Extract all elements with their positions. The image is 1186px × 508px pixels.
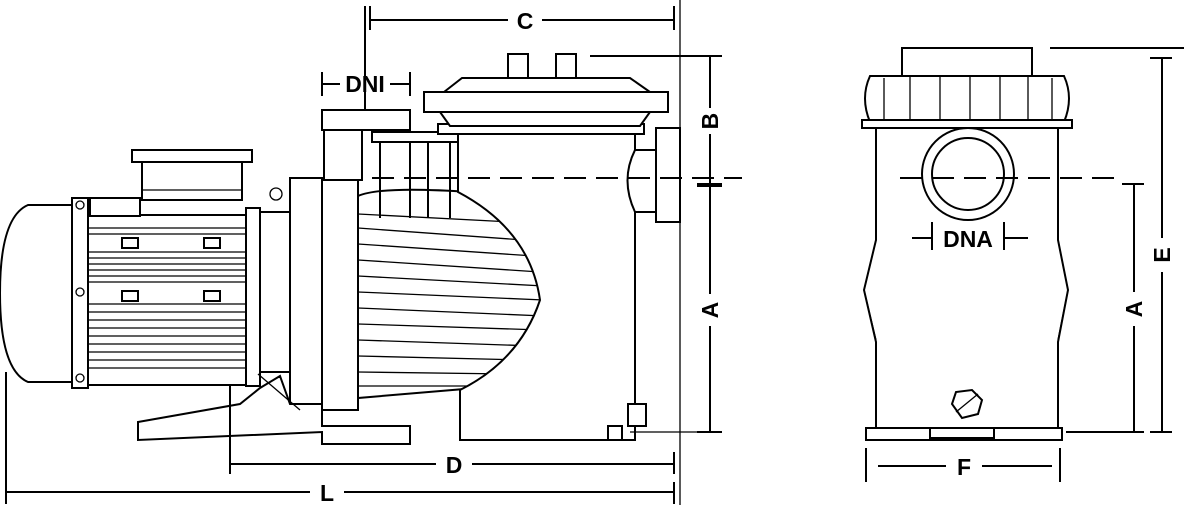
dim-D: D bbox=[229, 386, 675, 478]
volute-vanes bbox=[357, 213, 545, 387]
motor-end-cap bbox=[0, 204, 73, 383]
pump-base bbox=[137, 374, 411, 445]
motor-fins bbox=[88, 227, 246, 369]
motor-front-ring bbox=[245, 207, 261, 387]
inlet-bulge bbox=[626, 149, 661, 213]
strainer-housing bbox=[457, 129, 636, 441]
dim-DNI: DNI bbox=[321, 6, 411, 110]
dim-E: E bbox=[1050, 47, 1184, 433]
dim-A-front: A bbox=[1066, 183, 1147, 433]
dim-F: F bbox=[865, 448, 1061, 482]
drain-plug bbox=[627, 403, 647, 427]
front-lid-ring bbox=[864, 75, 1070, 123]
front-body bbox=[862, 127, 1070, 429]
motor-end-ring bbox=[71, 197, 89, 389]
discharge-flange bbox=[321, 109, 411, 131]
discharge-neck bbox=[323, 127, 363, 181]
lid-knob-left bbox=[507, 53, 529, 79]
label-D: D bbox=[446, 452, 463, 478]
lid-top bbox=[441, 77, 654, 93]
strainer-lid bbox=[423, 91, 669, 113]
dim-A-side: A bbox=[630, 185, 723, 433]
label-DNI: DNI bbox=[345, 71, 385, 97]
label-DNA: DNA bbox=[943, 226, 993, 252]
dim-L: L bbox=[5, 372, 675, 506]
coupling-flange bbox=[259, 211, 291, 373]
label-E: E bbox=[1149, 247, 1175, 262]
label-A-side: A bbox=[697, 302, 723, 319]
label-F: F bbox=[957, 454, 971, 480]
front-lid-top bbox=[901, 47, 1033, 77]
dim-C: C bbox=[369, 6, 675, 34]
lid-ring-base bbox=[861, 119, 1073, 129]
dim-DNA: DNA bbox=[912, 222, 1028, 252]
side-view: C DNI B A bbox=[0, 0, 742, 506]
label-B: B bbox=[697, 113, 723, 130]
inlet-outer-circle bbox=[921, 127, 1015, 221]
front-base-foot bbox=[929, 427, 995, 439]
front-view: DNA A E F bbox=[861, 47, 1184, 482]
inlet-flange bbox=[655, 127, 681, 223]
terminal-box bbox=[141, 159, 243, 201]
lid-knob-right bbox=[555, 53, 577, 79]
terminal-box-base bbox=[89, 197, 141, 217]
terminal-box-lid bbox=[131, 149, 253, 163]
label-A-front: A bbox=[1121, 301, 1147, 318]
dim-B: B bbox=[590, 55, 723, 185]
label-C: C bbox=[517, 8, 534, 34]
label-L: L bbox=[320, 480, 334, 506]
lid-ribs bbox=[883, 76, 1053, 122]
inlet-inner-circle bbox=[931, 137, 1005, 211]
